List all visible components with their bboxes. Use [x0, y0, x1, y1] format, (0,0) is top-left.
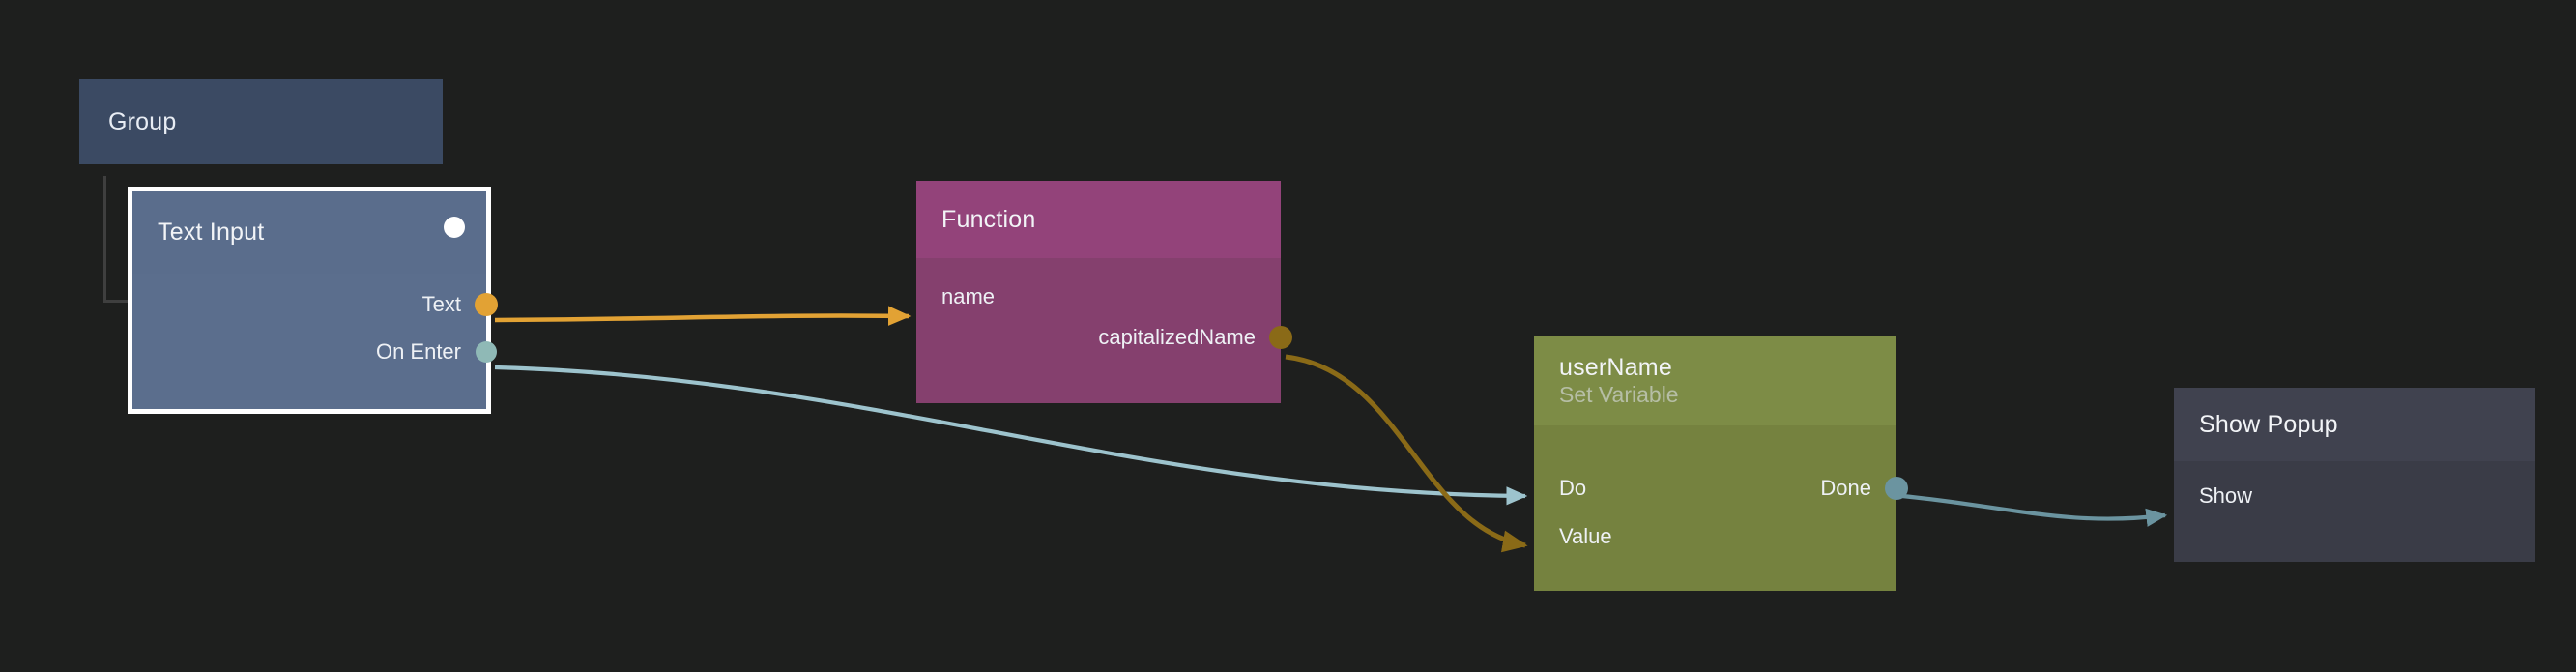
function-title: Function [941, 205, 1036, 233]
port-row-name[interactable]: name [916, 284, 1281, 309]
port-dot-text[interactable] [475, 293, 498, 316]
port-label-capitalizedname: capitalizedName [1098, 325, 1256, 349]
port-row-show[interactable]: Show [2174, 483, 2535, 509]
function-header[interactable]: Function [916, 181, 1281, 258]
edge-done-to-show [1901, 493, 2168, 527]
port-row-do[interactable]: Do [1534, 476, 1896, 501]
port-label-name: name [941, 284, 996, 308]
node-user-name[interactable]: userName Set Variable Do Done Value [1534, 336, 1908, 591]
show-popup-header[interactable]: Show Popup [2174, 388, 2535, 461]
port-label-do: Do [1559, 476, 1587, 500]
user-name-header[interactable]: userName Set Variable [1534, 336, 1896, 425]
port-row-capitalizedname[interactable]: capitalizedName [916, 325, 1281, 350]
node-function[interactable]: Function name capitalizedName [916, 181, 1292, 403]
text-input-title: Text Input [158, 219, 265, 247]
node-text-input[interactable]: Text Input Text On Enter [132, 191, 498, 409]
node-show-popup[interactable]: Show Popup Show [2174, 388, 2535, 562]
port-row-value[interactable]: Value [1534, 524, 1896, 549]
port-label-on-enter: On Enter [375, 339, 461, 364]
port-label-done: Done [1820, 476, 1871, 500]
port-row-on-enter[interactable]: On Enter [132, 339, 486, 365]
edge-capitalizedname-to-value [1285, 354, 1528, 553]
edge-text-to-name [494, 306, 912, 327]
group-bracket [103, 176, 142, 303]
group-header[interactable]: Group [79, 79, 443, 164]
user-name-subtitle: Set Variable [1559, 382, 1679, 408]
group-title: Group [108, 107, 177, 135]
user-name-body: Do Done Value [1534, 425, 1908, 591]
port-label-value: Value [1559, 524, 1612, 548]
port-dot-capitalizedname[interactable] [1269, 326, 1292, 349]
text-input-header[interactable]: Text Input [132, 191, 486, 274]
port-label-show: Show [2199, 483, 2253, 508]
function-body: name capitalizedName [916, 258, 1292, 403]
show-popup-body: Show [2174, 461, 2535, 562]
port-label-text: Text [421, 292, 461, 316]
port-row-done[interactable]: Done [1534, 476, 1896, 501]
port-dot-on-enter[interactable] [476, 341, 497, 363]
user-name-title: userName [1559, 354, 1672, 382]
show-popup-title: Show Popup [2199, 410, 2338, 438]
port-row-text[interactable]: Text [132, 292, 486, 317]
text-input-body: Text On Enter [132, 274, 498, 409]
status-dot-icon[interactable] [444, 217, 465, 238]
port-dot-done[interactable] [1885, 477, 1908, 500]
